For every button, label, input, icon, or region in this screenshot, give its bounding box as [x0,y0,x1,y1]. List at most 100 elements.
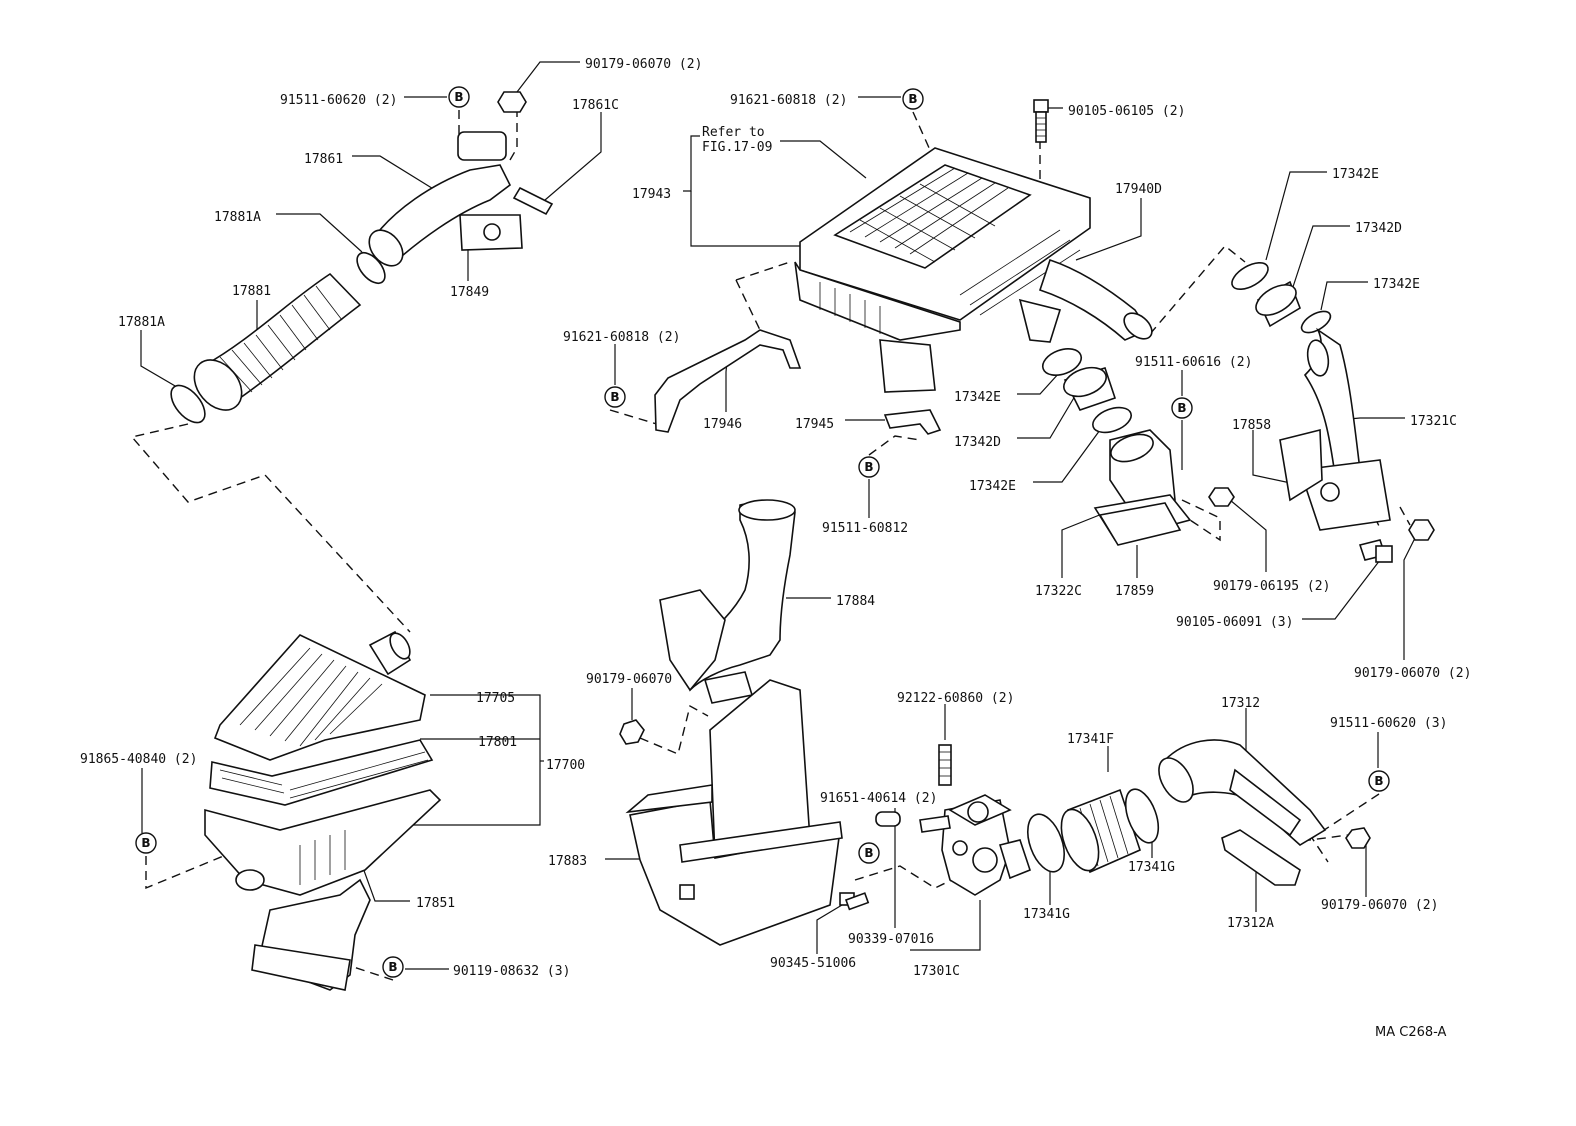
part-label: 91511-60616 (2) [1135,355,1252,370]
part-label: 17342E [954,390,1001,405]
reference-note-line1: Refer to [702,125,765,140]
part-label: 17884 [836,594,875,609]
bolt-marker: B [858,842,880,864]
part-label: 17700 [546,758,585,773]
part-label: 17940D [1115,182,1162,197]
part-label: 90179-06070 (2) [1354,666,1471,681]
bolt-marker-letter: B [610,390,619,404]
part-label: 91865-40840 (2) [80,752,197,767]
bolt-marker-circle [858,456,880,478]
part-label: 17341F [1067,732,1114,747]
part-label: 17861 [304,152,343,167]
part-label: 17322C [1035,584,1082,599]
bolt-marker-circle [858,842,880,864]
bolt-marker-circle [604,386,626,408]
leader-lines [140,61,1419,970]
part-label: 17341G [1023,907,1070,922]
bolt-marker-letter: B [1374,774,1383,788]
bracket-17945 [883,409,942,435]
intake-hose-17881 [170,251,386,424]
part-label: 17858 [1232,418,1271,433]
bolt-marker: B [902,88,924,110]
bolt-marker-letter: B [141,836,150,850]
bolt-marker-circle [382,956,404,978]
part-label: 17943 [632,187,671,202]
part-label: 17945 [795,417,834,432]
bolt-marker-letter: B [1177,401,1186,415]
part-label: 91621-60818 (2) [563,330,680,345]
part-label: 17312A [1227,916,1274,931]
part-label: 90119-08632 (3) [453,964,570,979]
part-label: 91511-60620 (3) [1330,716,1447,731]
part-label: 90179-06070 [586,672,672,687]
part-label: 17341G [1128,860,1175,875]
part-label: 17881A [118,315,165,330]
part-label: 17301C [913,964,960,979]
bolt-marker-circle [135,832,157,854]
part-label: 17861C [572,98,619,113]
pipe-17321C [1279,327,1391,531]
part-label: 17342E [1373,277,1420,292]
part-label: 17881A [214,210,261,225]
part-label: 17312 [1221,696,1260,711]
part-label: 17859 [1115,584,1154,599]
duct-17884 [659,499,796,704]
part-label: 17883 [548,854,587,869]
bolt-marker: B [604,386,626,408]
part-label: 90179-06195 (2) [1213,579,1330,594]
bolt-marker-circle [1368,770,1390,792]
part-label: 91511-60620 (2) [280,93,397,108]
part-label: 17801 [478,735,517,750]
air-duct-17851 [251,878,371,991]
part-label: 92122-60860 (2) [897,691,1014,706]
part-label: 91621-60818 (2) [730,93,847,108]
part-label: 17881 [232,284,271,299]
part-label: 90105-06105 (2) [1068,104,1185,119]
part-label: 90179-06070 (2) [585,57,702,72]
bolt-marker-letter: B [864,846,873,860]
resonator-17883 [625,679,843,946]
part-label: 90339-07016 [848,932,934,947]
part-label: 17321C [1410,414,1457,429]
bolt-marker-letter: B [864,460,873,474]
part-label: 17851 [416,896,455,911]
bolt-marker: B [448,86,470,108]
part-labels: 91511-60620 (2) 90179-06070 (2) 17861C 1786… [80,57,1471,979]
part-label: 17705 [476,691,515,706]
part-label: 91511-60812 [822,521,908,536]
gasket-17859 [1098,502,1182,546]
bolt-marker: B [1171,397,1193,419]
intake-pipe-17861 [368,91,554,267]
part-label: 90345-51006 [770,956,856,971]
bolt-markers: B B B B B B B B B [135,86,1390,978]
air-cleaner-17700 [204,630,442,896]
pin-90339-07016 [875,811,901,827]
intercooler-17940 [794,147,1153,393]
part-label: 17342E [969,479,1016,494]
part-label: 91651-40614 (2) [820,791,937,806]
bolt-marker: B [382,956,404,978]
hose-and-clamps-upper [1231,261,1332,334]
part-label: 17342D [1355,221,1402,236]
part-label: 17849 [450,285,489,300]
part-label: 90105-06091 (3) [1176,615,1293,630]
bolt-marker: B [1368,770,1390,792]
bolt-marker: B [135,832,157,854]
bolt-marker-letter: B [388,960,397,974]
part-label: 90179-06070 (2) [1321,898,1438,913]
bolt-marker-letter: B [908,92,917,106]
nut-90179-06070-center [619,719,645,745]
bolt-marker-circle [1171,397,1193,419]
hose-and-clamps-lower [1041,348,1132,434]
bolt-marker-circle [902,88,924,110]
bolt-marker: B [858,456,880,478]
drawing-code: MA C268-A [1375,1025,1447,1040]
bolt-90105-06105 [1033,99,1049,143]
throttle-body-17301C [919,794,1031,896]
reference-note-line2: FIG.17-09 [702,140,772,155]
bolt-90345-51006 [839,892,870,911]
bracket-17946 [654,329,802,433]
part-label: 17946 [703,417,742,432]
pipe-17312 [1158,739,1327,846]
